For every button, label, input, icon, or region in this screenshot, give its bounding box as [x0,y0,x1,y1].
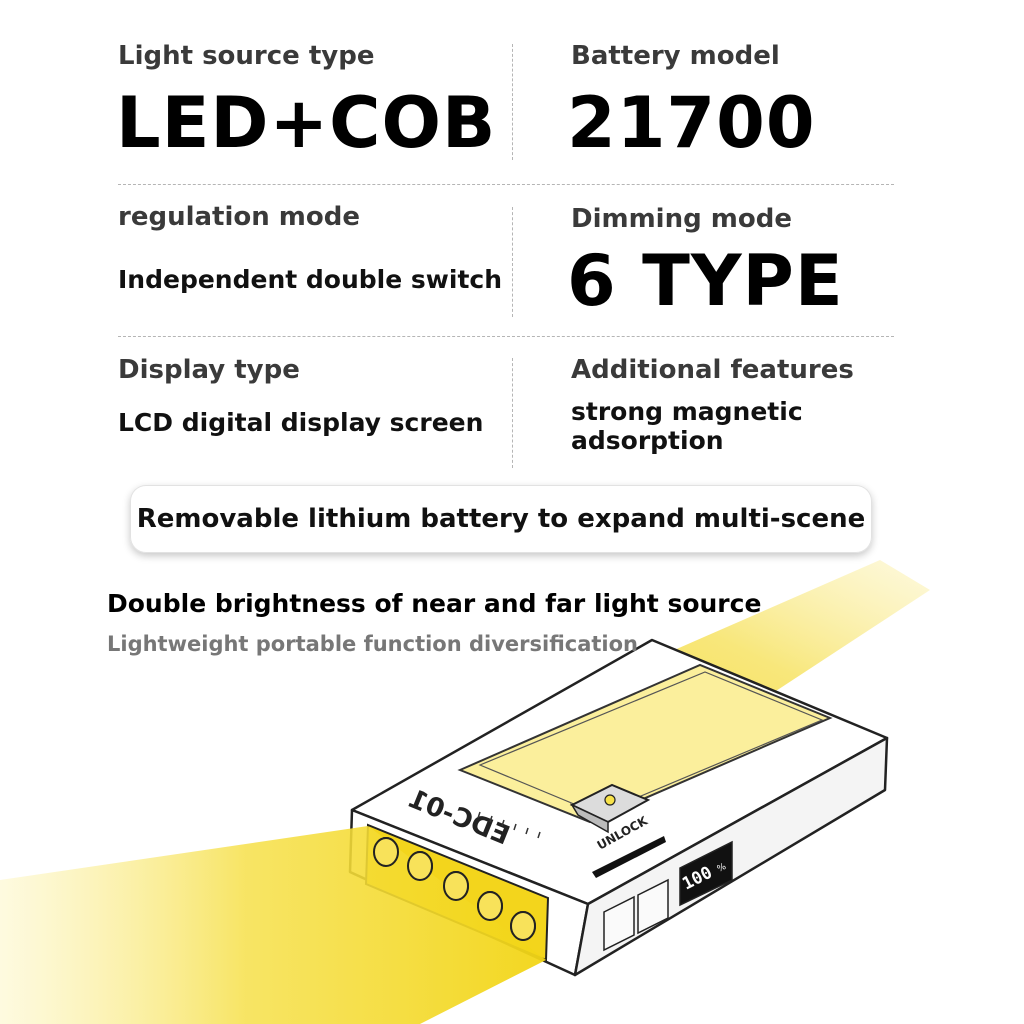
dimming-label: Dimming mode [571,204,792,234]
features-value-line-1: strong magnetic [571,397,803,426]
divider-row-2 [118,336,894,337]
regulation-label: regulation mode [118,202,360,232]
column-divider-2 [512,207,513,317]
light-source-value: LED+COB [116,82,497,164]
features-label: Additional features [571,355,854,385]
column-divider-1 [512,44,513,160]
headline: Double brightness of near and far light … [107,589,762,618]
side-button-1 [603,895,635,952]
model-ticks [477,811,541,839]
column-divider-3 [512,358,513,468]
display-label: Display type [118,355,300,385]
regulation-value: Independent double switch [118,265,503,294]
battery-display [679,840,733,907]
subline: Lightweight portable function diversific… [107,632,639,656]
features-value-line-2: adsorption [571,426,724,455]
unlock-arrow [592,836,666,878]
side-button-2 [637,878,669,935]
front-light-beam [0,826,546,1024]
light-source-label: Light source type [118,41,375,71]
battery-label: Battery model [571,41,780,71]
dimming-value: 6 TYPE [567,240,844,322]
cob-window-inner [478,671,824,815]
feature-banner: Removable lithium battery to expand mult… [130,485,872,553]
display-value: LCD digital display screen [118,408,484,437]
feature-banner-text: Removable lithium battery to expand mult… [136,504,866,534]
divider-row-1 [118,184,894,185]
battery-value: 21700 [567,82,816,164]
cob-window [457,663,833,824]
